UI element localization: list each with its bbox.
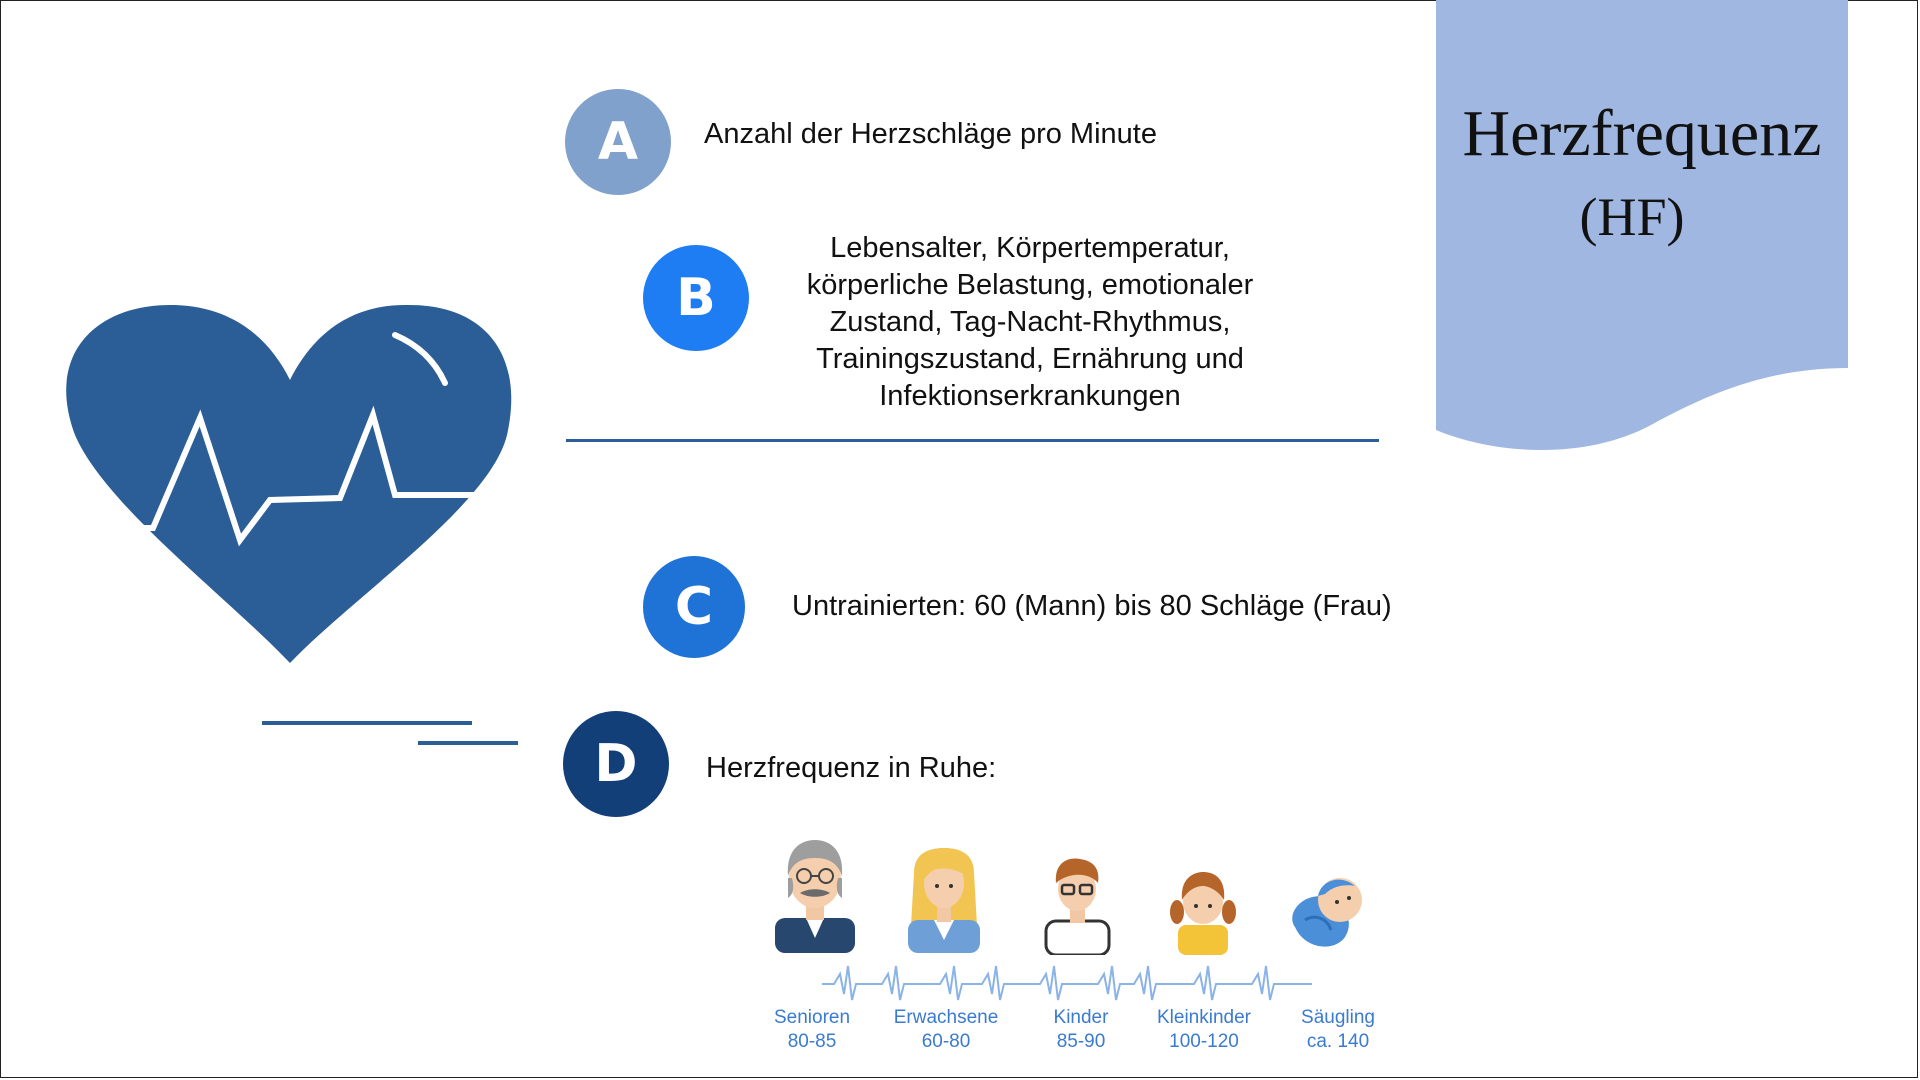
age-group-name: Kinder [1053, 1007, 1109, 1028]
item-c-text: Untrainierten: 60 (Mann) bis 80 Schläge … [792, 590, 1392, 622]
item-b-line: Infektionserkrankungen [879, 380, 1181, 412]
item-b-line: Zustand, Tag-Nacht-Rhythmus, [829, 306, 1231, 338]
decorative-lines [262, 721, 518, 745]
item-a-text: Anzahl der Herzschläge pro Minute [704, 118, 1157, 150]
item-b-line: Trainingszustand, Ernährung und [816, 343, 1244, 375]
banner-shape [1436, 0, 1848, 450]
age-group-range: 85-90 [1056, 1031, 1106, 1052]
badge-b: B [643, 245, 749, 351]
age-label-erwachsene: Erwachsene 60-80 [881, 1006, 1011, 1054]
title-banner: Herzfrequenz (HF) [1436, 0, 1848, 460]
senior-icon [775, 840, 855, 953]
heart-pulse-icon [66, 304, 512, 663]
toddler-icon [1170, 872, 1236, 955]
item-b-line: körperliche Belastung, emotionaler [806, 269, 1254, 301]
badge-a: A [565, 89, 671, 195]
age-group-name: Senioren [773, 1007, 851, 1028]
age-group-range: ca. 140 [1306, 1031, 1370, 1052]
age-group-range: 100-120 [1169, 1031, 1239, 1052]
page-subtitle: (HF) [1579, 187, 1685, 247]
baby-icon [1292, 878, 1362, 947]
item-b-text: Lebensalter, Körpertemperatur, körperlic… [765, 230, 1295, 415]
item-d-text: Herzfrequenz in Ruhe: [706, 752, 997, 784]
age-group-range: 60-80 [921, 1031, 971, 1052]
age-label-kleinkinder: Kleinkinder 100-120 [1139, 1006, 1269, 1054]
age-label-saeugling: Säugling ca. 140 [1273, 1006, 1403, 1054]
age-group-name: Erwachsene [893, 1007, 999, 1028]
page-title: Herzfrequenz [1462, 97, 1822, 170]
item-b-line: Lebensalter, Körpertemperatur, [830, 232, 1230, 264]
age-label-senioren: Senioren 80-85 [747, 1006, 877, 1054]
age-group-name: Kleinkinder [1157, 1007, 1251, 1028]
child-icon [1044, 858, 1111, 955]
section-divider [566, 439, 1379, 442]
age-group-name: Säugling [1301, 1007, 1375, 1028]
age-label-kinder: Kinder 85-90 [1016, 1006, 1146, 1054]
age-group-range: 80-85 [787, 1031, 837, 1052]
badge-c: C [643, 556, 745, 658]
ecg-line-icon [822, 965, 1312, 1001]
adult-woman-icon [908, 848, 980, 953]
badge-d: D [563, 711, 669, 817]
